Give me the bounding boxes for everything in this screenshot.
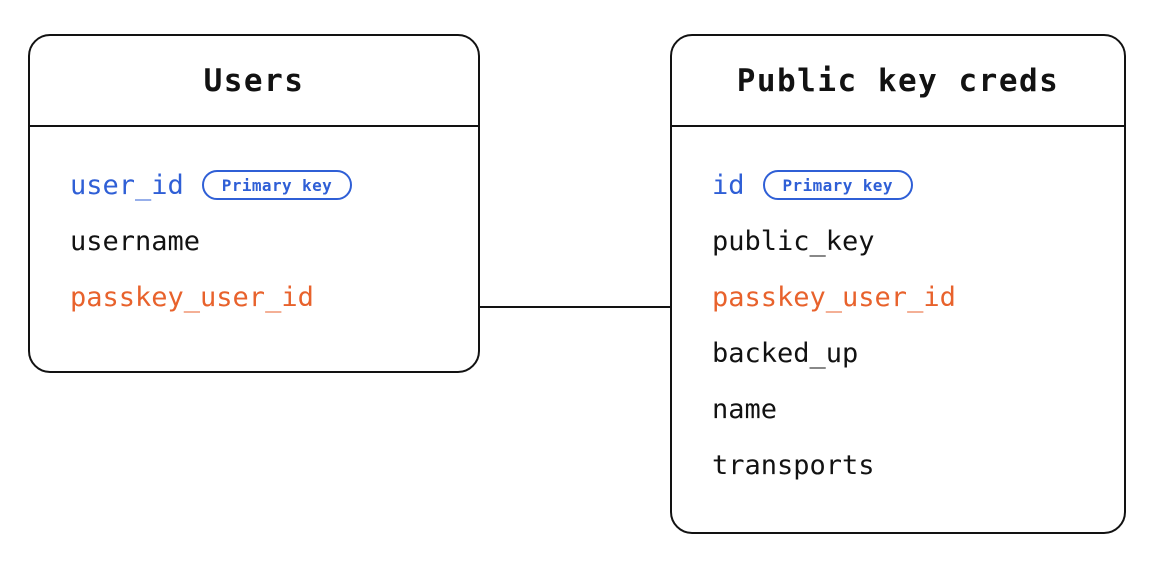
- field-name: name: [712, 393, 778, 425]
- field-row[interactable]: passkey_user_id: [30, 269, 478, 325]
- entity-header-users: Users: [30, 36, 478, 127]
- primary-key-badge: Primary key: [762, 170, 913, 200]
- field-row[interactable]: backed_up: [672, 325, 1124, 381]
- field-name: id: [712, 169, 745, 201]
- field-row[interactable]: username: [30, 213, 478, 269]
- field-row[interactable]: id Primary key: [672, 157, 1124, 213]
- field-name: user_id: [70, 169, 184, 201]
- field-name: passkey_user_id: [712, 281, 956, 313]
- field-name: username: [70, 225, 201, 257]
- primary-key-badge: Primary key: [201, 170, 353, 200]
- entity-title: Public key creds: [736, 62, 1060, 99]
- field-row[interactable]: user_id Primary key: [30, 157, 478, 213]
- field-row[interactable]: transports: [672, 437, 1124, 493]
- field-name: passkey_user_id: [70, 281, 314, 313]
- field-name: transports: [712, 449, 875, 481]
- entity-header-public-key-creds: Public key creds: [672, 36, 1124, 127]
- field-row[interactable]: name: [672, 381, 1124, 437]
- field-name: backed_up: [712, 337, 859, 369]
- field-row[interactable]: public_key: [672, 213, 1124, 269]
- entity-title: Users: [203, 62, 305, 99]
- relationship-line-users-to-creds: [480, 306, 670, 308]
- field-name: public_key: [712, 225, 875, 257]
- field-row[interactable]: passkey_user_id: [672, 269, 1124, 325]
